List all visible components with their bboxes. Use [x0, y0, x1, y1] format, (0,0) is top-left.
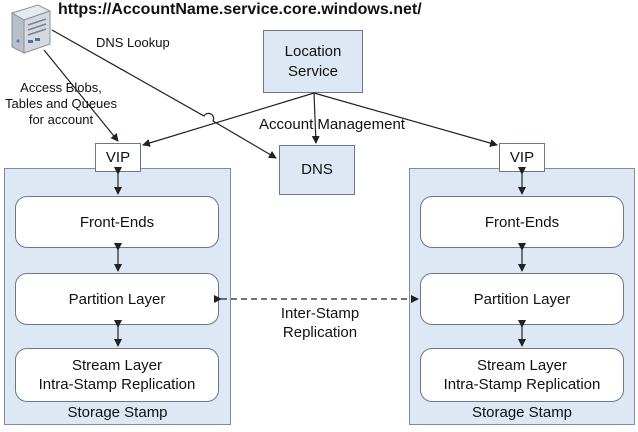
access-arrow: [43, 49, 119, 142]
location-to-dns-arrow: [311, 92, 320, 144]
location-to-vip-left-arrow: [142, 92, 315, 147]
dns-lookup-arrow: [51, 29, 277, 159]
front-ends-right: Front-Ends: [420, 196, 624, 248]
stream-layer-left: Stream Layer Intra-Stamp Replication: [15, 348, 219, 402]
location-to-vip-right-arrow: [313, 92, 498, 147]
account-management-label: Account Management: [248, 116, 416, 133]
storage-stamp-label-right: Storage Stamp: [471, 404, 573, 421]
dns-box: DNS: [279, 145, 355, 195]
storage-stamp-label-left: Storage Stamp: [67, 404, 168, 421]
front-ends-left: Front-Ends: [15, 196, 219, 248]
dns-lookup-label: DNS Lookup: [96, 35, 170, 50]
access-label: Access Blobs, Tables and Queues for acco…: [4, 80, 118, 127]
inter-stamp-replication-label: Inter-Stamp Replication: [280, 305, 360, 341]
location-service-box: Location Service: [263, 30, 363, 93]
account-url: https://AccountName.service.core.windows…: [58, 1, 422, 18]
stream-layer-right: Stream Layer Intra-Stamp Replication: [420, 348, 624, 402]
server-icon: [4, 3, 52, 55]
